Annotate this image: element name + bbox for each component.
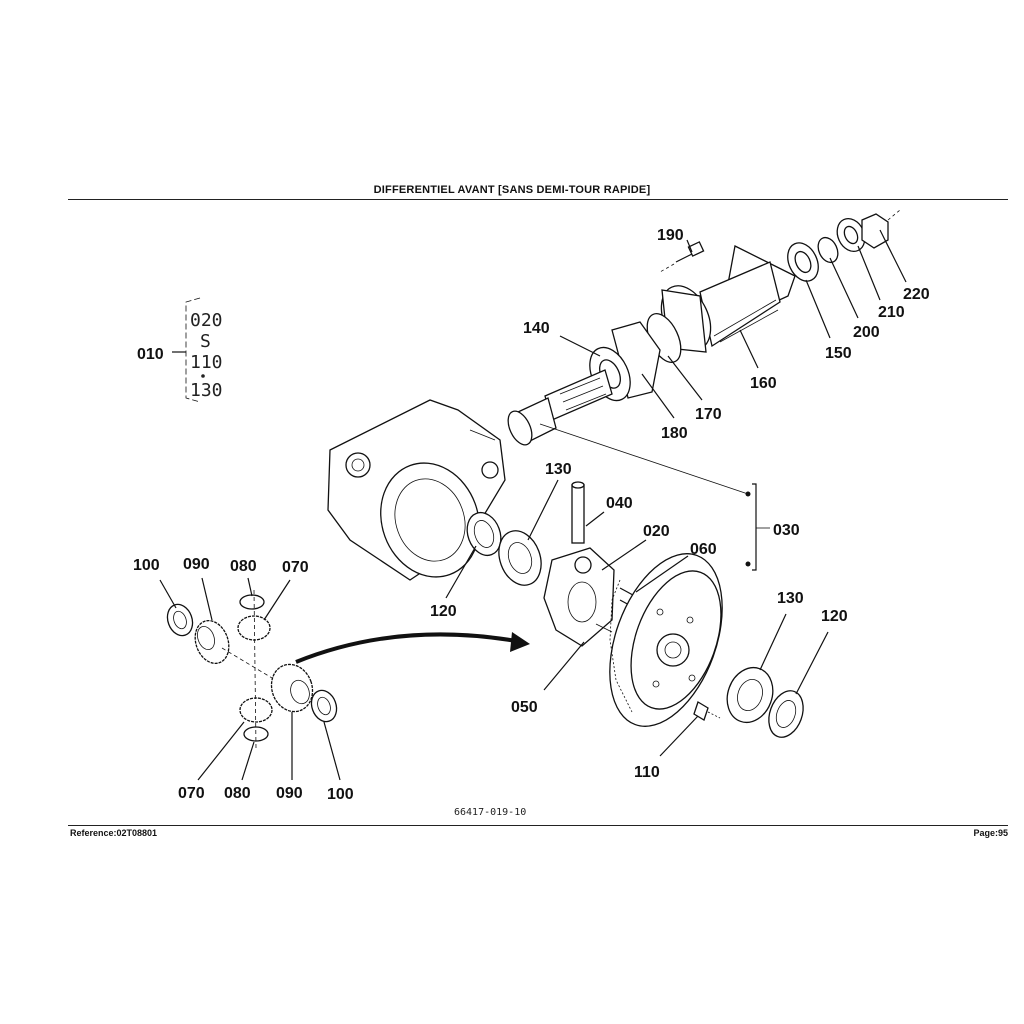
bracket-030 — [539, 423, 770, 571]
callout-180: 180 — [661, 425, 688, 442]
callout-100-bottom: 100 — [327, 786, 354, 803]
callout-080-top: 080 — [230, 558, 257, 575]
header-rule — [68, 199, 1008, 200]
callout-150: 150 — [825, 345, 852, 362]
callout-210: 210 — [878, 304, 905, 321]
pinion-gear-070-top — [237, 615, 271, 641]
washer-200 — [817, 236, 839, 264]
callout-040: 040 — [606, 495, 633, 512]
pinion-gear-070-bottom — [239, 697, 273, 723]
callout-090-bottom: 090 — [276, 785, 303, 802]
drawing-number: 66417-019-10 — [454, 807, 526, 818]
callout-060: 060 — [690, 541, 717, 558]
bearing-130-left — [498, 530, 542, 586]
callout-010: 010 — [137, 346, 164, 363]
callout-070-top: 070 — [282, 559, 309, 576]
callout-190: 190 — [657, 227, 684, 244]
shim-120-right — [768, 690, 804, 738]
washer-080-bottom — [243, 726, 269, 742]
callout-110: 110 — [634, 764, 660, 781]
pin-040 — [571, 481, 585, 544]
side-gear-090-bottom — [270, 663, 314, 713]
reference-label: Reference:02T08801 — [70, 828, 158, 838]
callout-100-top: 100 — [133, 557, 160, 574]
callout-160: 160 — [750, 375, 777, 392]
bearing-130-right — [726, 666, 774, 724]
callout-140: 140 — [523, 320, 550, 337]
diff-case-020 — [543, 547, 615, 647]
differential-housing — [327, 399, 506, 581]
shim-120-left — [466, 511, 502, 557]
bolt-110 — [693, 701, 721, 721]
callouts: 190 140 220 210 200 150 160 170 180 130 … — [133, 227, 930, 803]
pinion-shaft-assembly — [507, 209, 901, 446]
range-tilde: S — [200, 331, 211, 352]
callout-220: 220 — [903, 286, 930, 303]
side-gear-090-top — [194, 619, 230, 665]
callout-030: 030 — [773, 522, 800, 539]
range-start: 020 — [190, 310, 223, 331]
footer-rule — [68, 825, 1008, 826]
side-gear-subassembly — [166, 589, 338, 749]
callout-130-top: 130 — [545, 461, 572, 478]
callout-170: 170 — [695, 406, 722, 423]
callout-200: 200 — [853, 324, 880, 341]
callout-050: 050 — [511, 699, 538, 716]
range-mid: 110 — [190, 352, 223, 373]
callout-090-top: 090 — [183, 556, 210, 573]
pinion-shaft — [507, 369, 613, 446]
assembly-note: 010 020 S 110 130 — [137, 297, 223, 403]
callout-080-bottom: 080 — [224, 785, 251, 802]
bolt-190 — [659, 241, 705, 273]
callout-120-right: 120 — [821, 608, 848, 625]
page-title: DIFFERENTIEL AVANT [SANS DEMI-TOUR RAPID… — [373, 184, 651, 196]
assembly-arrow — [295, 632, 530, 664]
range-end: 130 — [190, 380, 223, 401]
page-number: Page:95 — [973, 828, 1008, 838]
washer-100-top — [166, 603, 194, 637]
nut-210 — [836, 217, 866, 253]
nut-220 — [861, 209, 901, 249]
washer-080-top — [239, 594, 265, 610]
callout-070-bottom: 070 — [178, 785, 205, 802]
callout-020: 020 — [643, 523, 670, 540]
callout-120-left: 120 — [430, 603, 457, 620]
ring-gear — [609, 553, 723, 727]
callout-130-bottom: 130 — [777, 590, 804, 607]
bearing-150 — [787, 242, 819, 282]
leader-lines — [159, 229, 907, 781]
washer-100-bottom — [310, 689, 338, 723]
